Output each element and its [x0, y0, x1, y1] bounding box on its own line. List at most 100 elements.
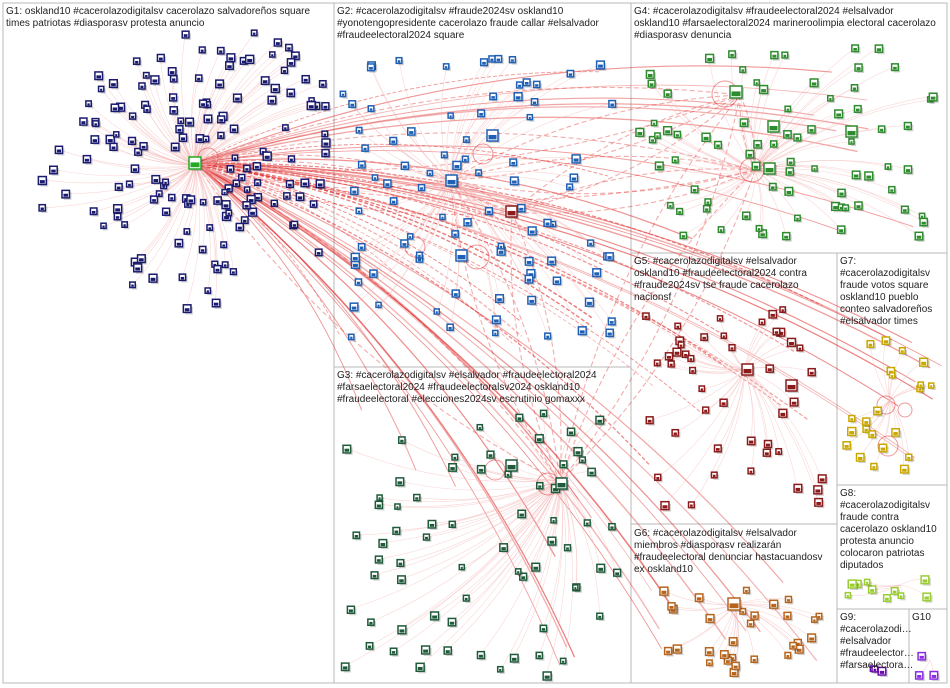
node-avatar-fill: [111, 146, 116, 150]
group-label-g7: G7: #cacerolazodigitalsv fraude votos sq…: [840, 256, 935, 327]
node-avatar-fill: [798, 347, 802, 350]
network-edge: [134, 164, 196, 262]
node-avatar-fill: [587, 301, 592, 305]
node-avatar-fill: [575, 451, 581, 455]
node-avatar-fill: [784, 235, 789, 239]
network-edge: [371, 108, 451, 181]
network-edge: [194, 164, 211, 228]
network-edge: [194, 162, 653, 592]
node-avatar-fill: [170, 71, 175, 75]
network-edge: [706, 169, 756, 209]
node-avatar-fill: [536, 438, 542, 442]
node-avatar-fill: [707, 57, 712, 62]
network-edge: [433, 479, 561, 616]
node-avatar-fill: [285, 195, 289, 199]
group-label-line: #fraudeelectoral denunciar hastacuandosv: [634, 552, 822, 563]
node-avatar-fill: [809, 371, 814, 375]
node-avatar-fill: [184, 308, 190, 312]
node-avatar-fill: [537, 655, 541, 658]
network-edge: [112, 146, 196, 166]
node-avatar-fill: [420, 187, 423, 190]
node-avatar-fill: [594, 272, 600, 276]
node-avatar-fill: [598, 615, 602, 619]
group-label-line: #fraudeelector…: [840, 648, 914, 659]
node-avatar-fill: [778, 331, 784, 335]
node-avatar-fill: [517, 571, 520, 574]
node-avatar-fill: [561, 463, 566, 467]
network-edge: [194, 162, 576, 658]
group-label-g5: G5: #cacerolazodigitalsv #elsalvador osk…: [634, 256, 810, 303]
node-avatar-fill: [730, 53, 734, 57]
network-edge: [744, 369, 780, 452]
node-avatar-fill: [733, 665, 738, 669]
network-edge: [449, 94, 741, 181]
network-edge: [378, 479, 561, 560]
node-avatar-fill: [417, 258, 422, 262]
network-edge: [754, 108, 858, 171]
node-avatar-fill: [187, 121, 192, 125]
node-avatar-fill: [303, 78, 308, 82]
network-edge: [194, 132, 756, 171]
node-avatar-fill: [487, 210, 491, 214]
network-edge: [881, 399, 891, 448]
network-edge: [146, 75, 196, 166]
node-avatar-fill: [448, 326, 452, 330]
node-avatar-fill: [787, 171, 792, 174]
group-label-line: G4: #cacerolazodigitalsv #fraudeelectora…: [634, 6, 894, 17]
node-avatar-fill: [785, 615, 790, 619]
node-avatar-fill: [496, 58, 501, 62]
node-avatar-fill: [223, 204, 229, 208]
node-avatar-fill: [170, 197, 174, 200]
node-avatar-fill: [552, 520, 555, 523]
node-avatar-fill: [907, 456, 911, 460]
node-avatar-fill: [293, 55, 298, 59]
node-avatar-fill: [924, 596, 929, 600]
node-avatar-fill: [478, 654, 483, 658]
group-label-line: oskland10 pueblo: [840, 292, 919, 303]
node-avatar-fill: [689, 358, 693, 361]
network-edge: [86, 158, 196, 170]
network-edge: [744, 369, 753, 441]
node-avatar-fill: [171, 110, 176, 113]
node-avatar-fill: [284, 127, 287, 130]
node-avatar-fill: [557, 482, 566, 488]
node-avatar-fill: [849, 431, 855, 435]
node-avatar-fill: [351, 306, 357, 310]
node-avatar-fill: [152, 199, 156, 202]
node-avatar-fill: [876, 48, 882, 52]
node-avatar-fill: [271, 54, 274, 57]
network-edge: [709, 604, 736, 664]
node-avatar-fill: [568, 431, 574, 435]
node-avatar-fill: [574, 587, 577, 590]
node-avatar-fill: [811, 82, 817, 86]
network-edge: [754, 99, 931, 171]
node-avatar-fill: [772, 143, 776, 147]
node-avatar-fill: [219, 50, 223, 53]
node-avatar-fill: [669, 363, 673, 367]
node-avatar-fill: [817, 615, 821, 619]
node-avatar-fill: [371, 273, 376, 277]
node-avatar-fill: [234, 183, 238, 186]
network-edge: [449, 61, 484, 181]
node-avatar-fill: [684, 353, 688, 357]
node-avatar-fill: [795, 487, 801, 491]
node-avatar-fill: [369, 621, 373, 625]
node-avatar-fill: [255, 196, 260, 200]
node-avatar-fill: [921, 221, 926, 225]
network-edge: [132, 164, 196, 286]
node-avatar-fill: [409, 131, 414, 134]
network-edge: [194, 164, 300, 197]
network-edge: [511, 211, 562, 483]
network-edge: [194, 162, 913, 344]
network-edge: [707, 169, 756, 203]
node-avatar-fill: [755, 82, 758, 85]
node-avatar-fill: [227, 65, 232, 69]
network-edge: [683, 169, 756, 236]
node-avatar-fill: [111, 83, 116, 87]
group-label-line: #yonotengopresidente cacerolazo fraude c…: [337, 18, 600, 29]
node-avatar-fill: [449, 621, 455, 625]
node-avatar-fill: [354, 534, 359, 538]
node-avatar-fill: [479, 468, 484, 472]
node-avatar-fill: [409, 236, 412, 239]
node-avatar-fill: [40, 207, 44, 211]
